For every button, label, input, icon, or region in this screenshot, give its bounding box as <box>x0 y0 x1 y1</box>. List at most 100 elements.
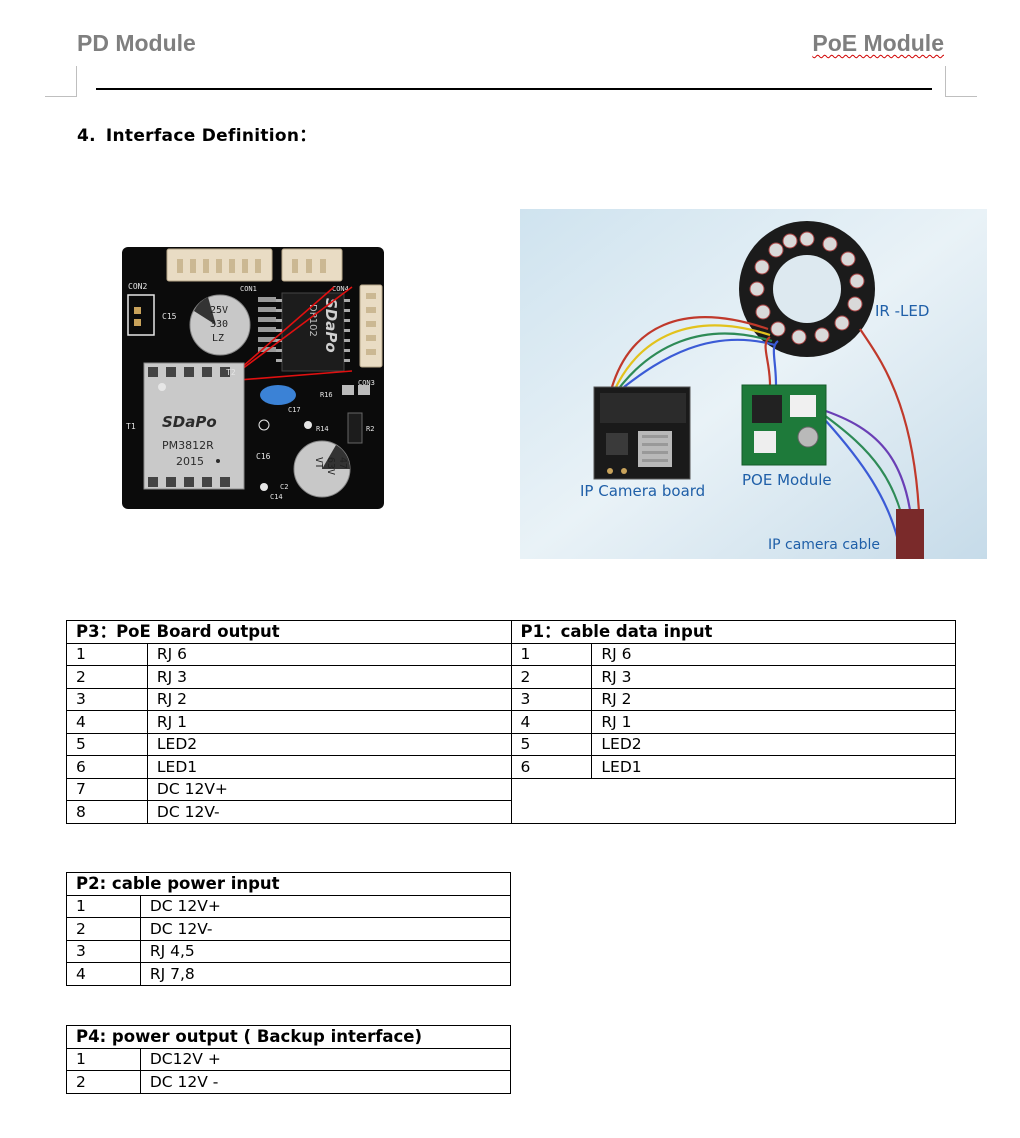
p4-pin: 1 <box>66 1047 141 1071</box>
p4-pin: 2 <box>66 1070 141 1094</box>
p4-signal: DC 12V - <box>139 1070 512 1094</box>
p2-header: P2: cable power input <box>66 872 511 896</box>
label-camera-board: IP Camera board <box>580 482 705 500</box>
silk-c14: C14 <box>270 493 283 501</box>
p3-pin: 1 <box>66 642 148 666</box>
p1-signal: RJ 6 <box>591 642 956 666</box>
table-row: 2 RJ 3 2 RJ 3 <box>66 665 956 689</box>
section-heading: 4. Interface Definition： <box>77 121 317 146</box>
silk-con4: CON4 <box>332 285 349 293</box>
p3-signal: RJ 6 <box>146 642 512 666</box>
poe-system-photo: IR -LED IP Camera board POE Module IP ca… <box>520 209 987 559</box>
p2-signal: DC 12V+ <box>139 894 512 918</box>
transformer-model: PM3812R <box>162 439 214 452</box>
cap1-text-c: LZ <box>212 333 224 344</box>
silk-t2: T2 <box>226 368 236 377</box>
p1-signal: RJ 3 <box>591 665 956 689</box>
p1-signal: RJ 2 <box>591 687 956 711</box>
p3-header: P3：PoE Board output <box>66 620 512 644</box>
header-left-title: PD Module <box>77 30 196 56</box>
p2-signal: DC 12V- <box>139 917 512 941</box>
p1-signal: RJ 1 <box>591 710 956 734</box>
p3-signal: LED2 <box>146 732 512 756</box>
cap2-text-c: VT <box>313 457 324 469</box>
p1-pin: 3 <box>510 687 593 711</box>
p3-signal: DC 12V+ <box>146 777 512 801</box>
p1-pin: 4 <box>510 710 593 734</box>
table-row: 8 DC 12V- <box>66 800 956 824</box>
table-header-row: P2: cable power input <box>66 872 511 896</box>
header-right-title: PoE Module <box>812 30 944 57</box>
p3-pin: 2 <box>66 665 148 689</box>
header-rule <box>96 88 932 90</box>
p1-pin: 1 <box>510 642 593 666</box>
p3-signal: LED1 <box>146 755 512 779</box>
p2-pin: 4 <box>66 962 141 986</box>
silk-t1: T1 <box>126 422 136 431</box>
p3-pin: 4 <box>66 710 148 734</box>
chip-brand: SDaPo <box>322 298 340 353</box>
table-row: 3 RJ 2 3 RJ 2 <box>66 687 956 711</box>
cap2-text-a: 47 <box>337 457 348 469</box>
silk-con3: CON3 <box>358 379 375 387</box>
table-header-row: P3：PoE Board output P1：cable data input <box>66 620 956 644</box>
label-poe-module: POE Module <box>742 471 832 489</box>
p2-pin: 2 <box>66 917 141 941</box>
p4-signal: DC12V + <box>139 1047 512 1071</box>
p3-pin: 7 <box>66 777 148 801</box>
cap1-text-a: 25V <box>210 305 228 316</box>
table-row: 1 RJ 6 1 RJ 6 <box>66 642 956 666</box>
p3-pin: 3 <box>66 687 148 711</box>
silk-c2: C2 <box>280 483 288 491</box>
p1-signal: LED2 <box>591 732 956 756</box>
p3-header-text: P3：PoE Board output <box>76 621 280 641</box>
p1-header: P1：cable data input <box>510 620 956 644</box>
section-title: Interface Definition： <box>105 126 317 146</box>
silk-c15: C15 <box>162 312 177 321</box>
section-number: 4. <box>77 126 96 146</box>
p1-pin: 6 <box>510 755 593 779</box>
p3-signal: DC 12V- <box>146 800 512 824</box>
silk-r14: R14 <box>316 425 329 433</box>
silk-r2: R2 <box>366 425 374 433</box>
cap2-text-b: 63V <box>325 457 336 475</box>
silk-con2: CON2 <box>128 282 147 291</box>
p3-pin: 5 <box>66 732 148 756</box>
crop-mark-right <box>945 66 977 97</box>
transformer-year: 2015 <box>176 455 204 468</box>
p1-empty-cell <box>510 777 956 824</box>
p1-pin: 2 <box>510 665 593 689</box>
p4-header: P4: power output ( Backup interface) <box>66 1025 511 1049</box>
p1-pin: 5 <box>510 732 593 756</box>
table-row: 6 LED1 6 LED1 <box>66 755 956 779</box>
table-row: 7 DC 12V+ <box>66 777 956 824</box>
p2-pin: 1 <box>66 894 141 918</box>
silk-c17: C17 <box>288 406 301 414</box>
table-header-row: P4: power output ( Backup interface) <box>66 1025 511 1049</box>
p1-signal: LED1 <box>591 755 956 779</box>
p3-pin: 8 <box>66 800 148 824</box>
header-right-title-text: PoE Module <box>812 30 944 56</box>
table-row: 4 RJ 1 4 RJ 1 <box>66 710 956 734</box>
poe-board-photo: CON2 CON1 CON4 CON3 C15 25V 330 LZ SDaPo… <box>122 247 384 509</box>
label-ir-led: IR -LED <box>875 302 929 320</box>
transformer-brand: SDaPo <box>162 413 217 431</box>
crop-mark-left <box>45 66 77 97</box>
silk-r16: R16 <box>320 391 333 399</box>
pin-table-p3-p1: P3：PoE Board output P1：cable data input … <box>66 620 956 824</box>
p2-signal: RJ 4,5 <box>139 939 512 963</box>
p3-signal: RJ 1 <box>146 710 512 734</box>
p3-signal: RJ 2 <box>146 687 512 711</box>
p2-signal: RJ 7,8 <box>139 962 512 986</box>
p2-pin: 3 <box>66 939 141 963</box>
table-row: 5 LED2 5 LED2 <box>66 732 956 756</box>
chip-model: DP102 <box>307 304 318 337</box>
p3-signal: RJ 3 <box>146 665 512 689</box>
